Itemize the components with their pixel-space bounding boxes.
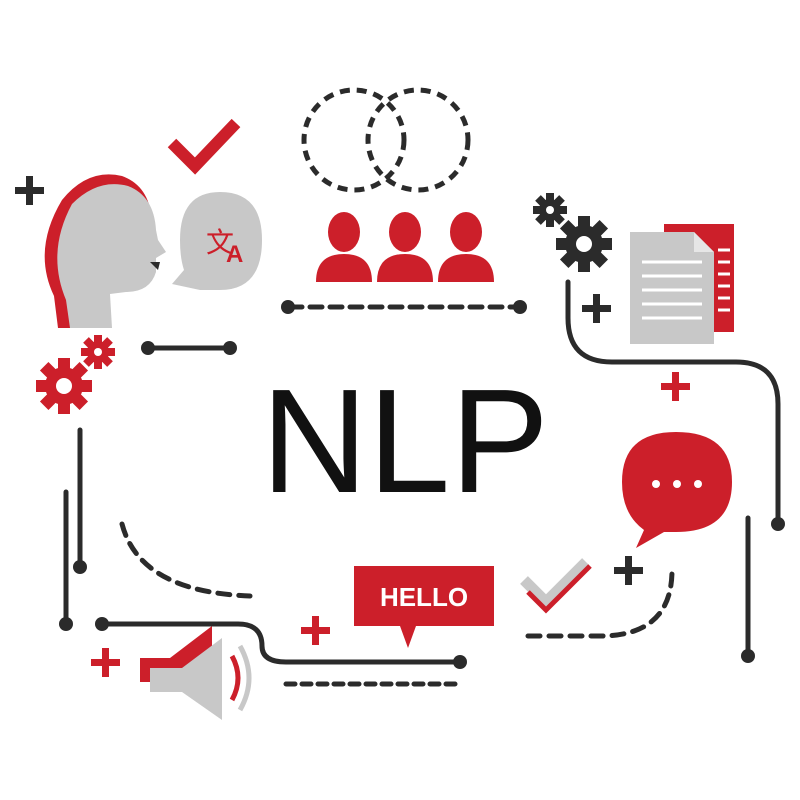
- endpoint-dot: [741, 649, 755, 663]
- endpoint-dot: [59, 617, 73, 631]
- translate-target-glyph: A: [226, 241, 243, 268]
- megaphone-icon: [140, 626, 252, 720]
- plus-icon: [15, 176, 44, 205]
- translate-source-glyph: 文: [206, 227, 234, 258]
- endpoint-dot: [513, 300, 527, 314]
- people-group-icon: [316, 212, 494, 282]
- endpoint-dot: [771, 517, 785, 531]
- venn-diagram-icon: [301, 87, 471, 193]
- checkmark-icon: [167, 118, 241, 175]
- translate-bubble-icon: 文 A: [172, 192, 262, 290]
- gears-icon: [36, 335, 115, 414]
- connector-endpoints: [59, 300, 785, 669]
- gears-icon: [533, 193, 612, 272]
- person-icon: [377, 212, 433, 282]
- main-title: NLP: [261, 359, 549, 524]
- person-icon: [316, 212, 372, 282]
- checkmark-icon: [520, 558, 592, 614]
- plus-icon: [661, 372, 690, 401]
- endpoint-dot: [73, 560, 87, 574]
- bottom-solid-line: [99, 621, 461, 665]
- hello-text: HELLO: [380, 582, 468, 612]
- endpoint-dot: [223, 341, 237, 355]
- right-dashed-curve: [525, 567, 675, 639]
- speaking-head-icon: [44, 174, 166, 328]
- right-curve-line: [565, 279, 781, 525]
- connector-lines: [63, 279, 781, 687]
- typing-dots: [652, 480, 702, 488]
- plus-icon: [614, 556, 643, 585]
- plus-icon: [582, 294, 611, 323]
- endpoint-dot: [453, 655, 467, 669]
- hello-speech-bubble: HELLO: [354, 566, 494, 648]
- person-icon: [438, 212, 494, 282]
- plus-icons: [15, 176, 690, 677]
- plus-icon: [301, 616, 330, 645]
- endpoint-dot: [141, 341, 155, 355]
- speech-bubble-icon: [622, 432, 732, 548]
- plus-icon: [91, 648, 120, 677]
- endpoint-dot: [281, 300, 295, 314]
- documents-icon: [630, 224, 734, 344]
- endpoint-dot: [95, 617, 109, 631]
- left-dashed-curve: [119, 521, 253, 599]
